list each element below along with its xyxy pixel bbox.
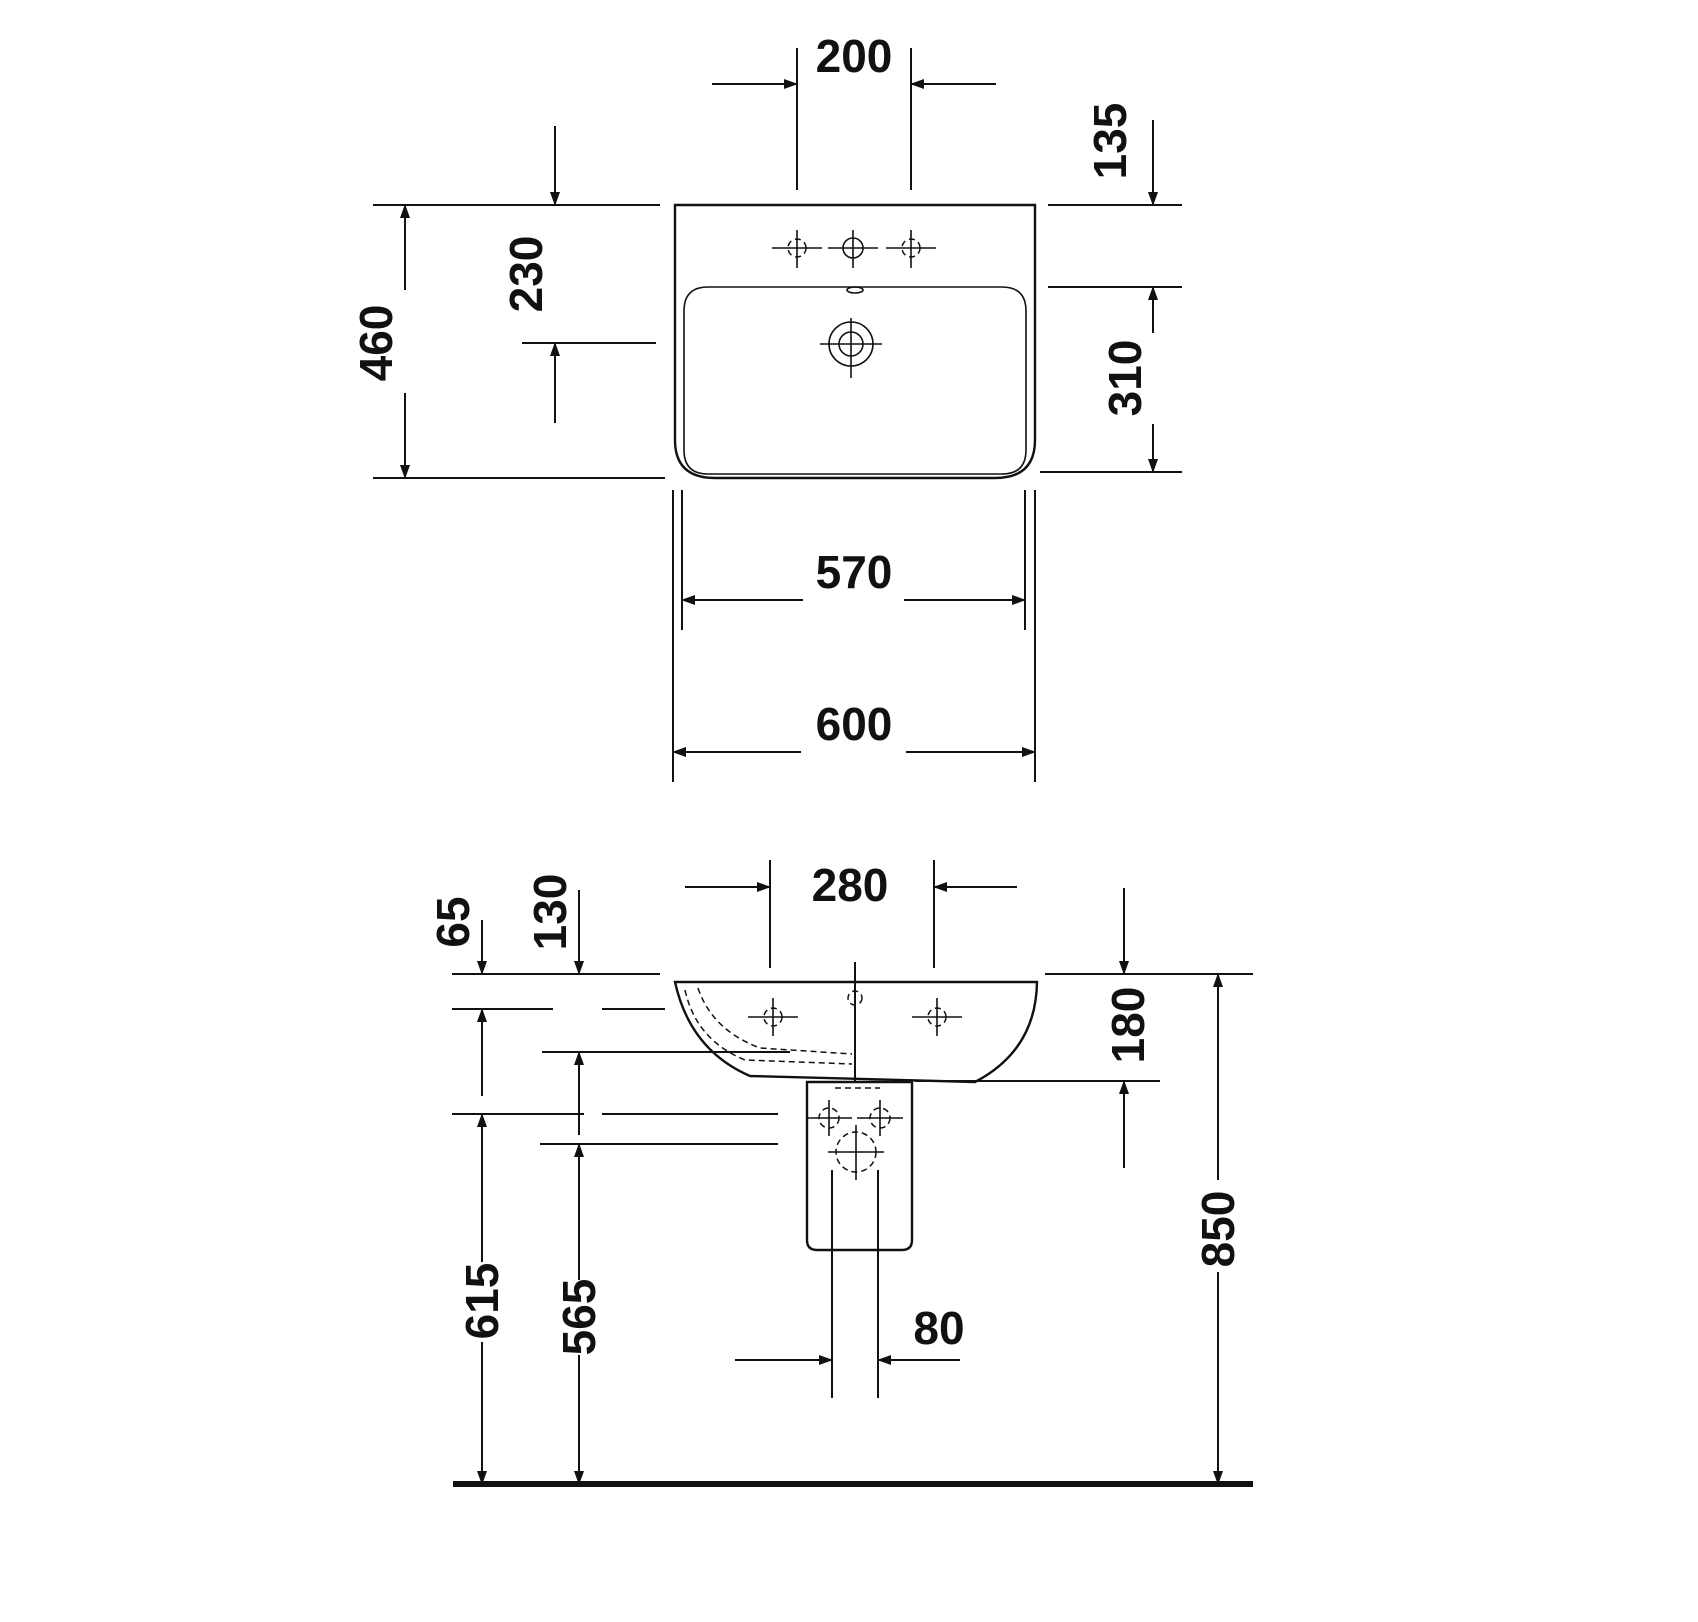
dim-label-850: 850: [1192, 1191, 1244, 1268]
dim-label-180: 180: [1102, 987, 1154, 1064]
basin-outline-top: [673, 203, 1037, 480]
dim-label-200: 200: [816, 30, 893, 82]
dim-label-280: 280: [812, 859, 889, 911]
dim-label-600: 600: [816, 698, 893, 750]
dim-label-65: 65: [427, 896, 479, 947]
dim-label-310: 310: [1099, 340, 1151, 417]
side-view-holes: [748, 990, 962, 1180]
top-view: 200 135 460 230 310 570 600: [350, 30, 1182, 782]
side-view: 280 65 130 180 615 565 850 80: [427, 859, 1253, 1487]
pedestal-outline: [805, 1080, 914, 1252]
tap-holes: [772, 230, 936, 268]
dim-label-565: 565: [553, 1279, 605, 1356]
dim-label-460: 460: [350, 305, 402, 382]
dim-label-135: 135: [1084, 103, 1136, 180]
dim-label-130: 130: [524, 874, 576, 951]
dim-label-80: 80: [913, 1302, 964, 1354]
overflow-hole: [846, 286, 864, 294]
bowl-outline-top: [683, 286, 1027, 475]
dim-label-230: 230: [500, 236, 552, 313]
drain: [820, 318, 882, 378]
dim-label-615: 615: [456, 1263, 508, 1340]
dim-label-570: 570: [816, 546, 893, 598]
